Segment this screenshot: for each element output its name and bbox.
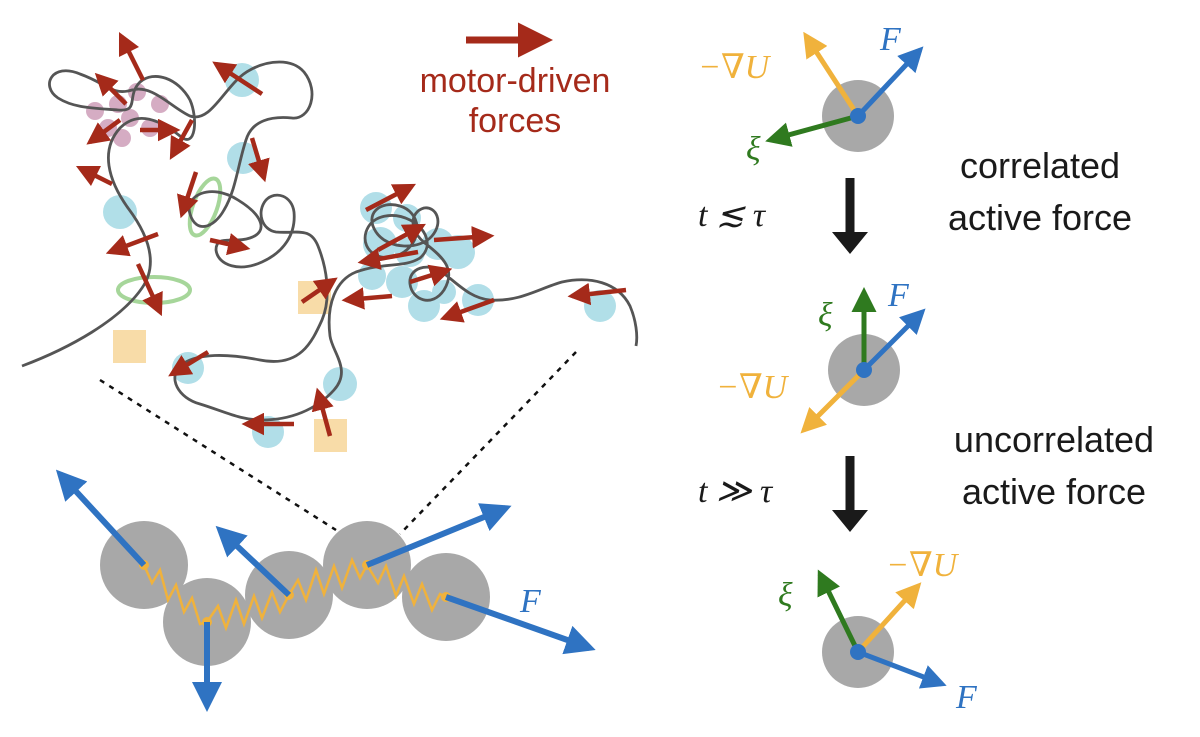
bead-force-arrows <box>55 469 596 712</box>
chain-force-label: F <box>519 583 542 620</box>
potential-label-2: −∇U <box>716 369 790 406</box>
bead-chain: F <box>55 469 596 712</box>
springs <box>142 556 447 632</box>
noise-label-3: ξ <box>778 577 793 614</box>
particle-state-2: ξ F −∇U <box>716 277 926 434</box>
particle-state-1: −∇U F ξ <box>698 21 924 168</box>
noise-label-1: ξ <box>746 131 761 168</box>
noise-label-2: ξ <box>818 297 833 334</box>
correlated-label-line1: correlated <box>960 145 1120 186</box>
time-label-long: t ≫ τ <box>698 473 774 510</box>
motor-arrows <box>75 31 627 437</box>
chromatin-sketch <box>21 31 639 452</box>
motor-label-line2: forces <box>469 102 562 140</box>
chromatin-fiber <box>21 60 639 422</box>
uncorrelated-label-line2: active force <box>962 471 1146 512</box>
zoom-lines <box>99 351 577 535</box>
force-label-3: F <box>955 679 978 716</box>
time-arrow-2: t ≫ τ <box>698 456 868 532</box>
potential-label-1: −∇U <box>698 49 772 86</box>
uncorrelated-label-line1: uncorrelated <box>954 419 1154 460</box>
particle-state-3: −∇U ξ F <box>778 547 978 716</box>
time-label-short: t ≲ τ <box>698 197 767 234</box>
orange-squares <box>113 281 347 452</box>
potential-label-3: −∇U <box>886 547 960 584</box>
force-label-1: F <box>879 21 902 58</box>
correlated-label-line2: active force <box>948 197 1132 238</box>
motor-label-line1: motor-driven <box>420 62 611 100</box>
force-label-2: F <box>887 277 910 314</box>
beads <box>100 521 490 666</box>
time-arrow-1: t ≲ τ <box>698 178 868 254</box>
